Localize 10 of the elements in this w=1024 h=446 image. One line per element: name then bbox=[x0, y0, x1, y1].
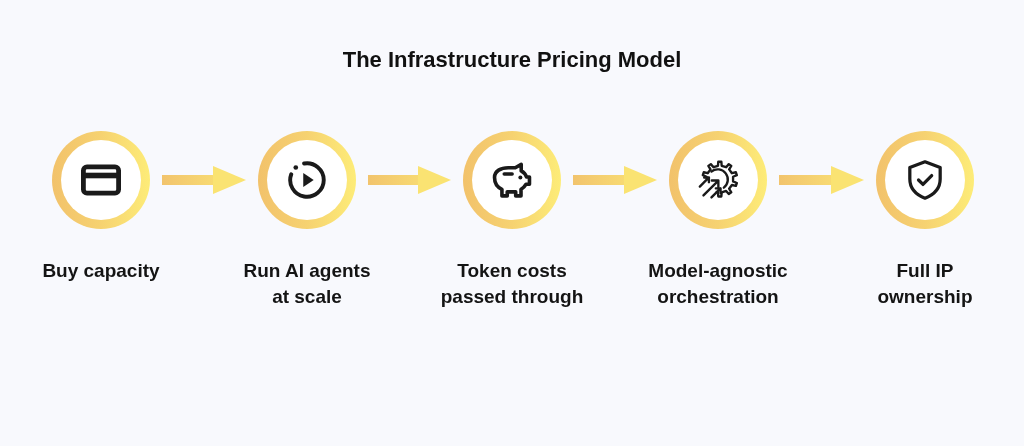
step-label: Model-agnostic orchestration bbox=[647, 259, 789, 309]
arrow bbox=[573, 166, 657, 194]
step-label: Full IP ownership bbox=[876, 259, 974, 309]
step-label: Buy capacity bbox=[41, 259, 161, 283]
diagram-title: The Infrastructure Pricing Model bbox=[342, 46, 682, 74]
step-label: Token costs passed through bbox=[439, 259, 585, 309]
arrow bbox=[162, 166, 246, 194]
arrow bbox=[368, 166, 451, 194]
step-label: Run AI agents at scale bbox=[242, 259, 372, 309]
arrow bbox=[779, 166, 864, 194]
